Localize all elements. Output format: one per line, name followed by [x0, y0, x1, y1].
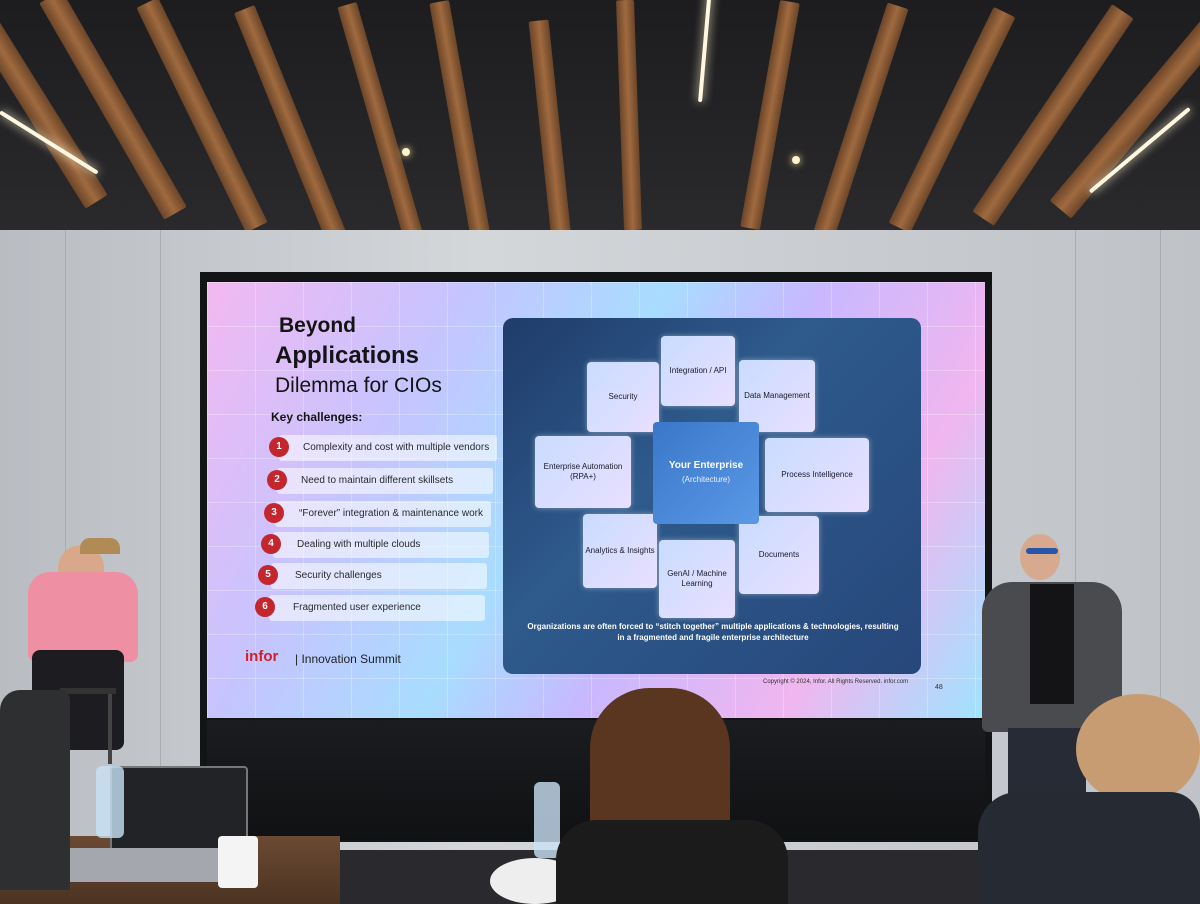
spotlight — [792, 156, 800, 164]
wall-seam — [1160, 230, 1161, 830]
challenge-text: Complexity and cost with multiple vendor… — [303, 442, 490, 453]
event-name: | Innovation Summit — [295, 652, 401, 666]
ceiling-light — [698, 0, 720, 103]
wood-beam — [528, 19, 572, 241]
challenge-text: Security challenges — [295, 570, 382, 581]
page-number: 48 — [935, 684, 943, 691]
presentation-slide: Beyond Applications Dilemma for CIOs Key… — [207, 282, 985, 718]
challenge-number: 2 — [267, 470, 287, 490]
audience-suit-right — [978, 792, 1200, 904]
wall-seam — [160, 230, 161, 830]
challenge-item: Complexity and cost with multiple vendor… — [279, 435, 497, 461]
presenter-glasses — [1026, 548, 1058, 554]
presenter-black-sweater — [1030, 584, 1074, 704]
spotlight — [402, 148, 410, 156]
wall-seam — [1075, 230, 1076, 830]
diagram-tile-documents: Documents — [739, 516, 819, 594]
key-challenges-label: Key challenges: — [271, 410, 363, 424]
wood-beam — [1049, 1, 1200, 219]
wood-beam — [429, 0, 491, 240]
challenge-item: Security challenges — [271, 563, 487, 589]
coffee-mug — [218, 836, 258, 888]
wood-beam — [0, 0, 108, 209]
center-subtitle: (Architecture) — [681, 475, 730, 484]
person-pink-shirt — [28, 572, 138, 662]
water-bottle — [96, 766, 124, 838]
copyright-text: Copyright © 2024, Infor. All Rights Rese… — [763, 679, 909, 685]
diagram-center-enterprise: Your Enterprise (Architecture) — [653, 422, 759, 524]
challenge-number: 6 — [255, 597, 275, 617]
challenge-number: 3 — [264, 503, 284, 523]
diagram-caption: Organizations are often forced to “stitc… — [527, 622, 899, 642]
wood-beam — [813, 2, 909, 238]
center-title: Your Enterprise — [668, 460, 744, 471]
person-hair — [80, 538, 120, 554]
challenge-number: 1 — [269, 437, 289, 457]
challenge-item: Dealing with multiple clouds — [273, 532, 489, 558]
diagram-tile-integration: Integration / API — [661, 336, 735, 406]
diagram-tile-genai: GenAI / Machine Learning — [659, 540, 735, 618]
diagram-tile-data-management: Data Management — [739, 360, 815, 432]
challenge-number: 4 — [261, 534, 281, 554]
diagram-tile-analytics: Analytics & Insights — [583, 514, 657, 588]
audience-head-right — [1076, 694, 1200, 804]
slide-title-line1: Beyond — [279, 314, 357, 337]
slide-title-line2: Applications — [275, 342, 420, 369]
challenge-text: Dealing with multiple clouds — [297, 539, 421, 550]
challenge-item: “Forever” integration & maintenance work — [275, 501, 491, 527]
challenge-number: 5 — [258, 565, 278, 585]
challenge-text: Need to maintain different skillsets — [301, 475, 454, 486]
diagram-tile-enterprise-automation: Enterprise Automation (RPA+) — [535, 436, 631, 508]
wood-beam — [615, 0, 643, 231]
audience-hair — [590, 688, 730, 838]
wood-beam — [740, 0, 800, 230]
wall-seam — [65, 230, 66, 830]
diagram-tile-security: Security — [587, 362, 659, 432]
wood-beam — [337, 1, 423, 239]
architecture-diagram: Integration / API Security Data Manageme… — [503, 318, 921, 674]
stool-seat — [60, 688, 116, 694]
infor-logo: infor — [245, 648, 279, 665]
audience-member-left — [0, 690, 70, 890]
stool-leg — [108, 694, 112, 764]
slide-subtitle: Dilemma for CIOs — [275, 374, 442, 397]
challenge-text: “Forever” integration & maintenance work — [299, 508, 483, 519]
challenge-item: Fragmented user experience — [269, 595, 485, 621]
challenge-text: Fragmented user experience — [293, 602, 421, 613]
audience-patterned-top — [556, 820, 788, 904]
challenge-item: Need to maintain different skillsets — [277, 468, 493, 494]
laptop-keyboard — [51, 848, 235, 882]
ceiling — [0, 0, 1200, 250]
water-bottle — [534, 782, 560, 858]
diagram-tile-process-intelligence: Process Intelligence — [765, 438, 869, 512]
presenter-head — [1020, 534, 1060, 580]
